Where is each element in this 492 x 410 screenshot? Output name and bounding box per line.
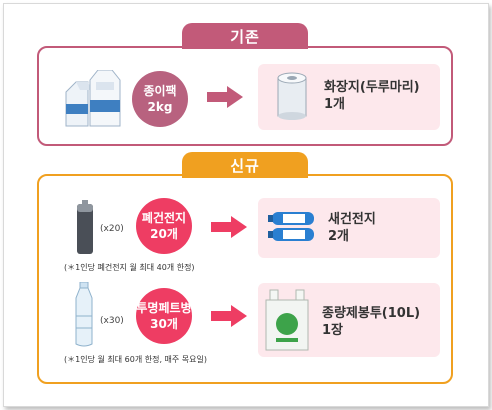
garbage-bag-icon <box>265 289 309 351</box>
battery-reward-label: 새건전지 2개 <box>328 211 376 245</box>
paper-pack-label: 종이팩 <box>143 84 177 98</box>
milk-carton-icon <box>65 70 121 127</box>
battery-note: (＊1인당 폐건전지 월 최대 40개 한정) <box>64 263 195 272</box>
battery-badge: 폐건전지 20개 <box>136 198 192 254</box>
reward-name: 화장지(두루마리) <box>324 80 420 95</box>
bottle-amount: 30개 <box>150 317 178 331</box>
bottle-badge: 투명페트병 30개 <box>136 288 192 344</box>
arrow-right-icon <box>207 86 243 108</box>
toilet-paper-icon <box>277 72 307 120</box>
paper-pack-amount: 2kg <box>147 100 173 114</box>
new-section-tab: 신규 <box>182 152 308 178</box>
reward-name: 종량제봉투(10L) <box>322 306 421 321</box>
arrow-right-icon <box>211 305 247 327</box>
reward-count: 1개 <box>324 97 346 112</box>
reward-count: 2개 <box>328 229 350 244</box>
reward-name: 새건전지 <box>328 212 376 227</box>
pet-bottle-icon <box>75 282 93 347</box>
reward-count: 1장 <box>322 323 344 338</box>
bottle-note: (＊1인당 월 최대 60개 한정, 매주 목요일) <box>64 355 207 364</box>
used-battery-icon <box>77 200 93 254</box>
existing-section-tab: 기존 <box>182 23 308 49</box>
bottle-multiplier: (x30) <box>100 316 124 326</box>
toilet-paper-reward-label: 화장지(두루마리) 1개 <box>324 79 420 113</box>
new-battery-icon <box>268 212 314 241</box>
battery-amount: 20개 <box>150 227 178 241</box>
bag-reward-label: 종량제봉투(10L) 1장 <box>322 305 420 339</box>
bottle-label: 투명페트병 <box>136 301 192 315</box>
arrow-right-icon <box>211 216 247 238</box>
paper-pack-badge: 종이팩 2kg <box>132 71 188 127</box>
battery-label: 폐건전지 <box>141 211 187 225</box>
battery-multiplier: (x20) <box>100 224 124 234</box>
